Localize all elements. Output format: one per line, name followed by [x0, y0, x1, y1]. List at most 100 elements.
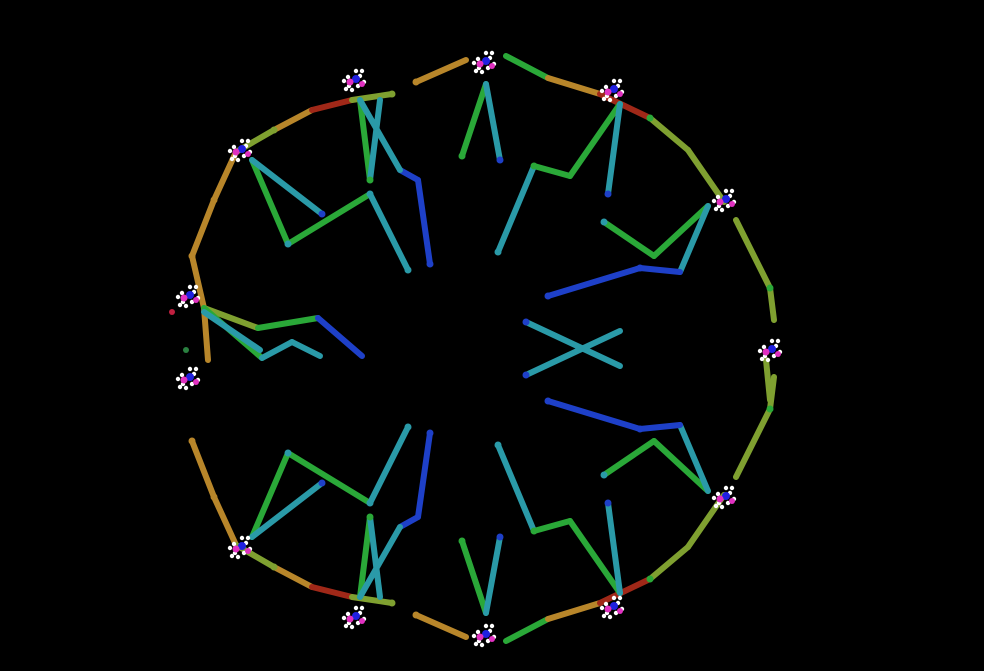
face-cluster-keypoint — [231, 144, 237, 150]
skeleton-joint — [388, 90, 396, 98]
face-cluster-keypoint — [729, 188, 735, 194]
ring-limb — [647, 544, 691, 582]
face-cluster-keypoint — [345, 74, 351, 80]
face-cluster-keypoint — [229, 156, 235, 162]
skeleton-joint — [600, 471, 608, 479]
ring-limb — [503, 53, 551, 81]
skeleton-joint — [412, 611, 420, 619]
face-cluster-keypoint — [759, 356, 765, 362]
inner-limb — [415, 430, 433, 520]
face-cluster-joint-magenta — [232, 148, 240, 156]
skeleton-joint — [646, 575, 654, 583]
skeleton-joint — [188, 252, 196, 260]
face-cluster-keypoint — [725, 203, 731, 209]
inner-limb — [255, 315, 321, 331]
face-cluster-keypoint — [179, 372, 185, 378]
face-cluster-keypoint — [229, 553, 235, 559]
face-cluster-keypoint — [341, 615, 347, 621]
face-cluster-joint-magenta — [604, 605, 612, 613]
inner-limb — [201, 309, 263, 353]
face-cluster-joint-blue — [610, 85, 618, 93]
face-cluster-keypoint — [349, 624, 355, 630]
face-cluster-keypoint — [599, 605, 605, 611]
face-cluster-joint-magenta — [489, 63, 495, 69]
face-cluster-joint-magenta — [617, 91, 623, 97]
face-cluster-joint-magenta — [245, 151, 251, 157]
ring-limb — [271, 107, 315, 133]
inner-limb — [483, 81, 503, 163]
skeleton-joint — [388, 599, 396, 607]
face-cluster-keypoint — [613, 610, 619, 616]
inner-limb — [357, 97, 373, 183]
ring-limb — [685, 147, 727, 205]
face-cluster-joint-magenta — [775, 351, 781, 357]
face-cluster-joint-blue — [722, 492, 730, 500]
face-cluster-keypoint — [227, 148, 233, 154]
face-cluster-keypoint — [227, 545, 233, 551]
inner-limb — [357, 524, 403, 600]
face-cluster-joint-magenta — [180, 294, 188, 302]
face-cluster-keypoint — [245, 138, 251, 144]
face-cluster-joint-blue — [768, 345, 776, 353]
face-cluster-keypoint — [175, 294, 181, 300]
face-cluster-keypoint — [613, 93, 619, 99]
skeleton-joint — [522, 371, 530, 379]
face-cluster-keypoint — [479, 69, 485, 75]
inner-limb — [415, 177, 433, 267]
face-cluster-keypoint — [611, 595, 617, 601]
face-cluster-keypoint — [489, 623, 495, 629]
skeleton-joint — [522, 318, 530, 326]
inner-limb — [637, 422, 683, 432]
face-cluster-keypoint — [345, 611, 351, 617]
face-cluster-joint-magenta — [359, 81, 365, 87]
face-cluster-keypoint — [483, 623, 489, 629]
inner-limb — [523, 328, 623, 378]
face-cluster-keypoint — [757, 348, 763, 354]
face-cluster-joint-blue — [482, 57, 490, 65]
face-cluster-joint-magenta — [245, 548, 251, 554]
skeleton-joint — [210, 493, 218, 501]
skeleton-joint — [284, 240, 292, 248]
skeleton-joint — [494, 441, 502, 449]
inner-limb — [289, 339, 323, 359]
ring-limb — [597, 91, 653, 121]
face-cluster-keypoint — [353, 68, 359, 74]
face-cluster-keypoint — [601, 96, 607, 102]
ring-limb — [189, 438, 217, 500]
face-cluster-keypoint — [765, 357, 771, 363]
ring-limb — [413, 612, 469, 640]
inner-limb — [201, 305, 261, 331]
ring-limb — [733, 217, 773, 291]
ring-limb — [545, 75, 603, 97]
face-cluster-keypoint — [611, 78, 617, 84]
inner-limb — [249, 157, 325, 217]
face-cluster-keypoint — [761, 344, 767, 350]
face-cluster-keypoint — [713, 503, 719, 509]
ring-limb — [189, 253, 207, 311]
skeleton-joint — [636, 425, 644, 433]
face-cluster-keypoint — [617, 595, 623, 601]
face-cluster-joint-blue — [610, 602, 618, 610]
face-cluster-keypoint — [775, 338, 781, 344]
skeleton-joint — [496, 533, 504, 541]
face-cluster-joint-magenta — [617, 608, 623, 614]
ring-limb — [597, 576, 653, 606]
face-cluster-keypoint — [471, 60, 477, 66]
face-cluster-keypoint — [187, 366, 193, 372]
stray-joint — [183, 347, 189, 353]
face-cluster-keypoint — [473, 68, 479, 74]
inner-limb — [531, 163, 573, 179]
face-cluster-keypoint — [485, 65, 491, 71]
inner-limb — [397, 514, 421, 530]
face-cluster-keypoint — [355, 83, 361, 89]
face-cluster-keypoint — [715, 194, 721, 200]
skeleton-joint — [426, 429, 434, 437]
face-cluster-keypoint — [235, 157, 241, 163]
face-cluster-keypoint — [475, 56, 481, 62]
skeleton-joint — [530, 527, 538, 535]
inner-limb — [677, 422, 711, 494]
face-cluster-joint-magenta — [716, 198, 724, 206]
face-cluster-keypoint — [607, 97, 613, 103]
skeleton-joint — [188, 437, 196, 445]
